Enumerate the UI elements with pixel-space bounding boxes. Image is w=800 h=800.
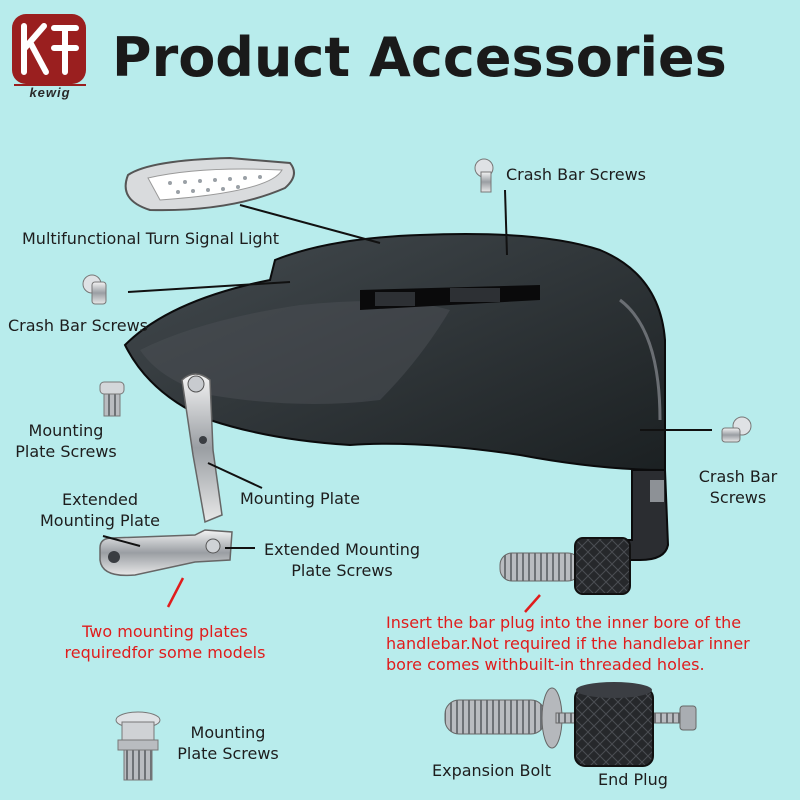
label-extended-mounting-plate: Extended Mounting Plate — [40, 490, 160, 530]
label-crash-bar-screws-right: Crash Bar Screws — [698, 467, 778, 507]
mounting-plate-screw-1 — [99, 381, 125, 417]
end-plug — [574, 682, 654, 767]
hand-guard — [123, 233, 666, 472]
expansion-bolt — [444, 687, 697, 749]
bar-plug-assembly — [499, 537, 631, 595]
crash-bar-screw-left — [82, 274, 107, 305]
label-mounting-plate-screws-1: Mounting Plate Screws — [15, 421, 117, 461]
turn-signal-light — [124, 156, 295, 212]
label-mounting-plate: Mounting Plate — [240, 489, 360, 508]
brand-logo-text: kewig — [14, 84, 86, 100]
label-mounting-plate-screws-2: Mounting Plate Screws — [177, 723, 279, 763]
label-crash-bar-screws-left: Crash Bar Screws — [8, 316, 149, 335]
leader-lines — [102, 189, 712, 549]
mounting-plate-screw-2 — [115, 711, 161, 781]
label-crash-bar-screws-top: Crash Bar Screws — [506, 165, 647, 184]
label-extended-mounting-plate-screws: Extended Mounting Plate Screws — [264, 540, 420, 580]
brand-logo — [12, 14, 86, 84]
extended-mounting-plate — [99, 529, 233, 577]
red-leader-lines — [166, 577, 541, 613]
crash-bar-screw-top — [474, 158, 494, 193]
label-expansion-bolt: Expansion Bolt — [432, 761, 551, 780]
label-turn-signal-light: Multifunctional Turn Signal Light — [22, 229, 279, 248]
label-end-plug: End Plug — [598, 770, 668, 789]
note-bar-plug: Insert the bar plug into the inner bore … — [386, 613, 750, 674]
crash-bar-screw-right — [721, 416, 752, 443]
page-title: Product Accessories — [112, 26, 727, 89]
note-two-mounting-plates: Two mounting plates requiredfor some mod… — [64, 622, 266, 662]
mounting-plate — [181, 373, 223, 524]
